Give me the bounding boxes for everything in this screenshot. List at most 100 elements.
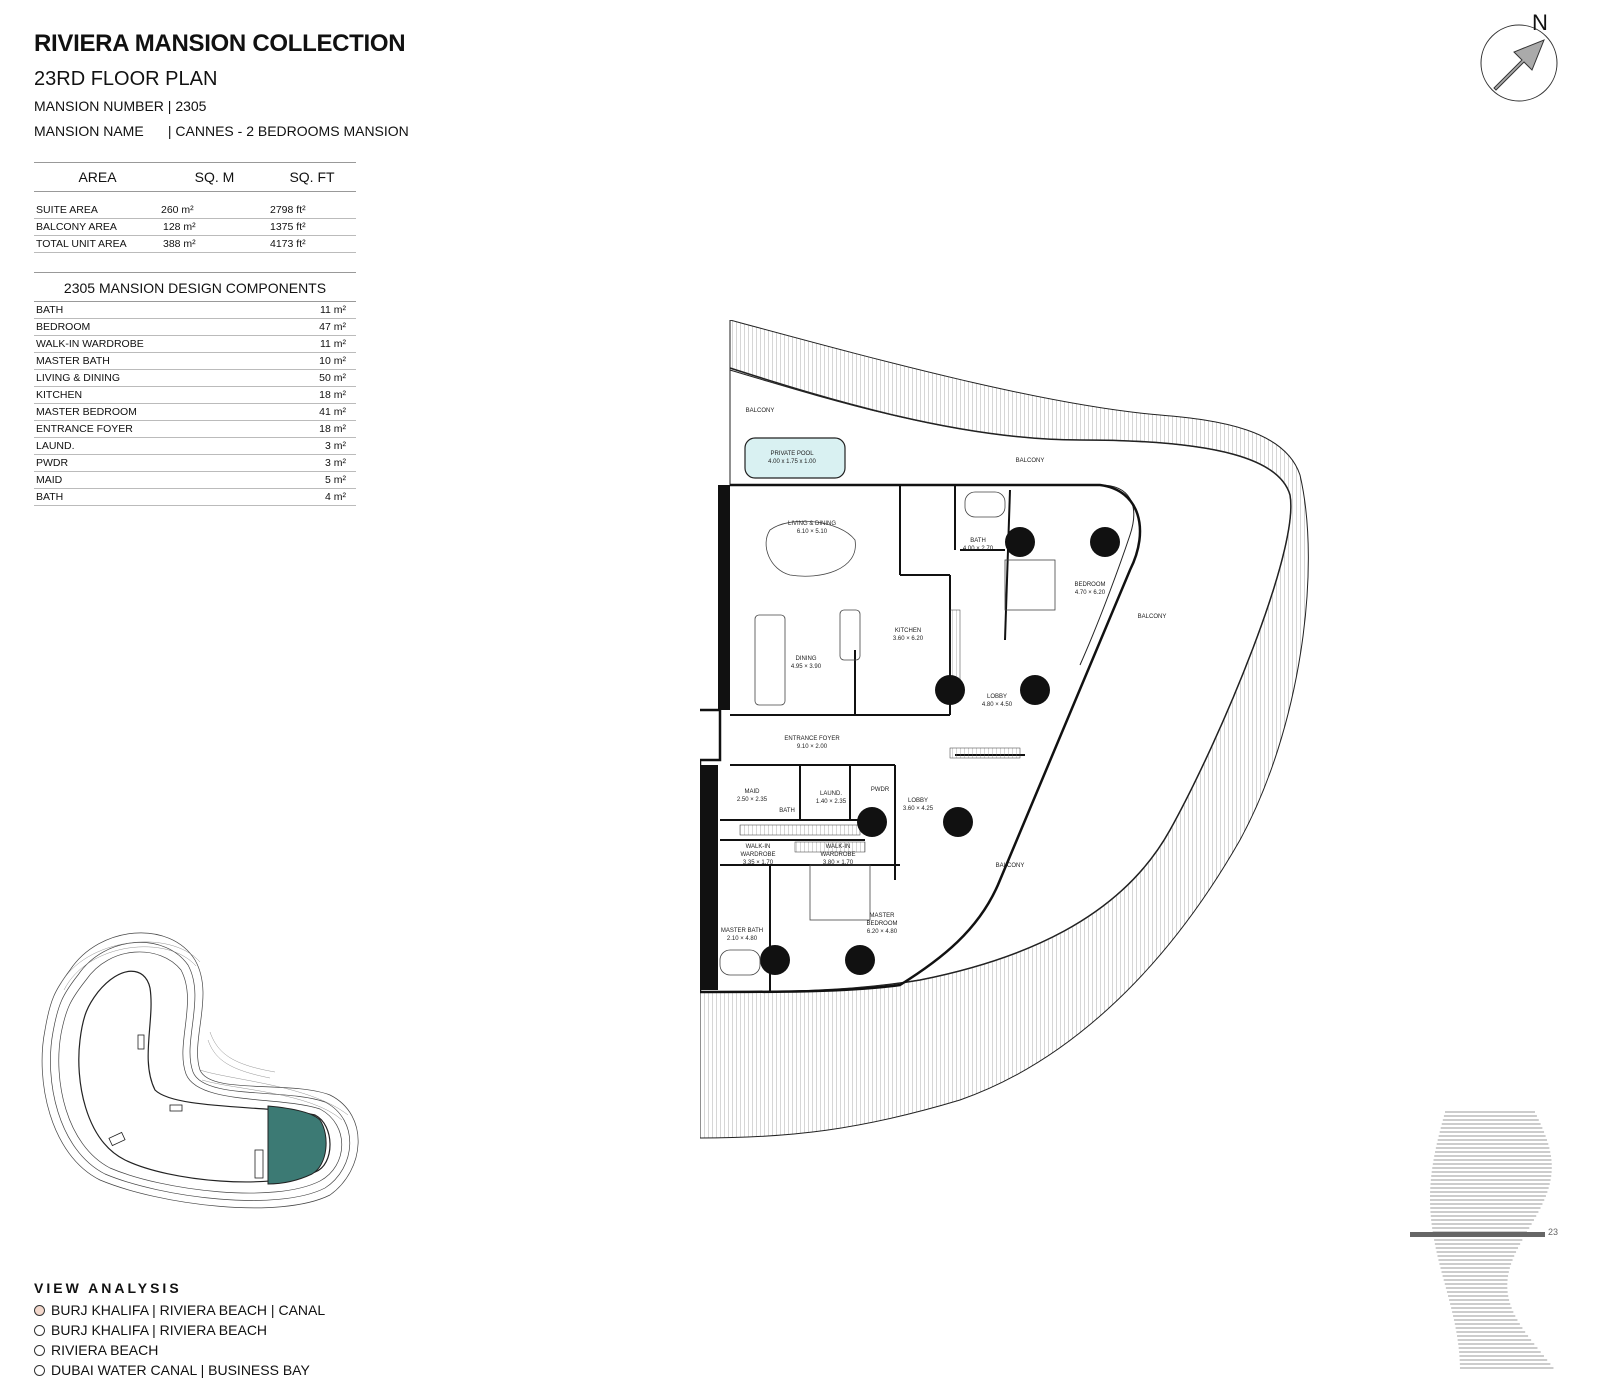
north-arrow-icon [1480,24,1558,102]
key-plan [41,932,359,1209]
view-label: RIVIERA BEACH [51,1342,159,1358]
north-label: N [1532,10,1548,35]
component-area: 47 m² [319,321,346,333]
label-bedroom: BEDROOM [1074,582,1105,588]
label-balcony-1: BALCONY [746,408,775,414]
private-pool [744,437,846,479]
floor-marker [1410,1232,1545,1237]
mansion-name-row: MANSION NAME | CANNES - 2 BEDROOMS MANSI… [34,123,409,139]
area-name: TOTAL UNIT AREA [34,235,161,253]
list-item: KITCHEN 18 m² [34,387,356,404]
label-pwdr: PWDR [871,787,890,793]
radio-dot-icon [34,1324,45,1336]
area-header: AREA [34,162,161,192]
area-sqm: 128 m² [161,218,268,236]
label-bath-1-dim: 4.00 × 2.70 [963,546,994,552]
label-balcony-2: BALCONY [1016,458,1045,464]
label-wardrobe-2b: WARDROBE [820,852,855,858]
label-master-bedroom: BEDROOM [866,921,897,927]
component-name: BATH [36,491,64,503]
area-sqft: 4173 ft² [268,235,356,253]
view-label: DUBAI WATER CANAL | BUSINESS BAY [51,1362,310,1378]
label-lobby-2: LOBBY [908,798,928,804]
view-item: BURJ KHALIFA | RIVIERA BEACH [34,1320,325,1340]
component-name: KITCHEN [36,389,83,401]
floor-number: 23 [1548,1227,1559,1237]
component-name: MASTER BATH [36,355,110,367]
label-wardrobe-1b: WARDROBE [740,852,775,858]
page-title: RIVIERA MANSION COLLECTION [34,30,406,57]
floor-plan-subtitle: 23RD FLOOR PLAN [34,68,218,90]
radio-dot-icon [34,1364,45,1376]
label-living-dim: 6.10 × 5.10 [797,529,828,535]
component-area: 18 m² [319,423,346,435]
area-sqft: 2798 ft² [268,202,356,219]
floor-plan: BALCONY BALCONY BALCONY BALCONY PRIVATE … [700,320,1309,1139]
label-balcony-4: BALCONY [996,863,1025,869]
component-area: 18 m² [319,389,346,401]
label-wardrobe-2: WALK-IN [826,844,851,850]
view-item: DUBAI WATER CANAL | BUSINESS BAY [34,1360,325,1380]
mansion-number-row: MANSION NUMBER | 2305 [34,98,206,114]
area-name: BALCONY AREA [34,218,161,236]
mansion-name-value: | CANNES - 2 BEDROOMS MANSION [167,123,409,139]
area-table: AREA SQ. M SQ. FT SUITE AREA 260 m² 2798… [34,162,356,253]
elevation-diagram [1410,1111,1554,1369]
label-entrance-dim: 9.10 × 2.00 [797,744,828,750]
area-sqm: 388 m² [161,235,268,253]
label-laund-dim: 1.40 × 2.35 [816,799,847,805]
area-sqft: 1375 ft² [268,218,356,236]
component-name: MASTER BEDROOM [36,406,137,418]
label-bedroom-dim: 4.70 × 6.20 [1075,590,1106,596]
area-sqm: 260 m² [161,202,268,219]
label-wardrobe-2-dim: 3.80 × 1.70 [823,860,854,866]
component-area: 50 m² [319,372,346,384]
label-maid: MAID [745,789,761,795]
label-laund: LAUND. [820,791,842,797]
label-lobby-2-dim: 3.60 × 4.25 [903,806,934,812]
label-lobby-1-dim: 4.80 × 4.50 [982,702,1013,708]
view-analysis-title: VIEW ANALYSIS [34,1280,182,1296]
label-pool: PRIVATE POOL [770,451,814,457]
label-dining: DINING [796,656,817,662]
label-maid-dim: 2.50 × 2.35 [737,797,768,803]
mansion-name-label: MANSION NAME [34,123,144,139]
label-kitchen: KITCHEN [895,628,921,634]
view-label: BURJ KHALIFA | RIVIERA BEACH [51,1322,268,1338]
label-master-bath-dim: 2.10 × 4.80 [727,936,758,942]
label-bath-2: BATH [779,808,795,814]
component-area: 10 m² [319,355,346,367]
unit-highlight [267,1105,327,1185]
list-item: LAUND.3 m² [34,438,356,455]
components-title: 2305 MANSION DESIGN COMPONENTS [34,272,356,302]
sqm-header: SQ. M [161,162,268,192]
label-lobby-1: LOBBY [987,694,1007,700]
component-area: 5 m² [325,474,346,486]
label-pool-dim: 4.00 x 1.75 x 1.00 [768,459,816,465]
radio-dot-icon [34,1344,45,1356]
mansion-number-label: MANSION NUMBER [34,98,164,114]
label-living: LIVING & DINING [788,521,836,527]
component-name: WALK-IN WARDROBE [36,338,144,350]
component-area: 3 m² [325,457,346,469]
unit-outline [700,483,1142,994]
table-row: SUITE AREA 260 m² 2798 ft² [34,202,356,219]
area-name: SUITE AREA [34,202,161,219]
component-area: 11 m² [319,304,346,316]
tower-outline [78,970,331,1183]
label-bath-1: BATH [970,538,986,544]
table-row: BALCONY AREA 128 m² 1375 ft² [34,218,356,236]
label-wardrobe-1: WALK-IN [746,844,771,850]
mansion-number-value: | 2305 [167,98,207,114]
